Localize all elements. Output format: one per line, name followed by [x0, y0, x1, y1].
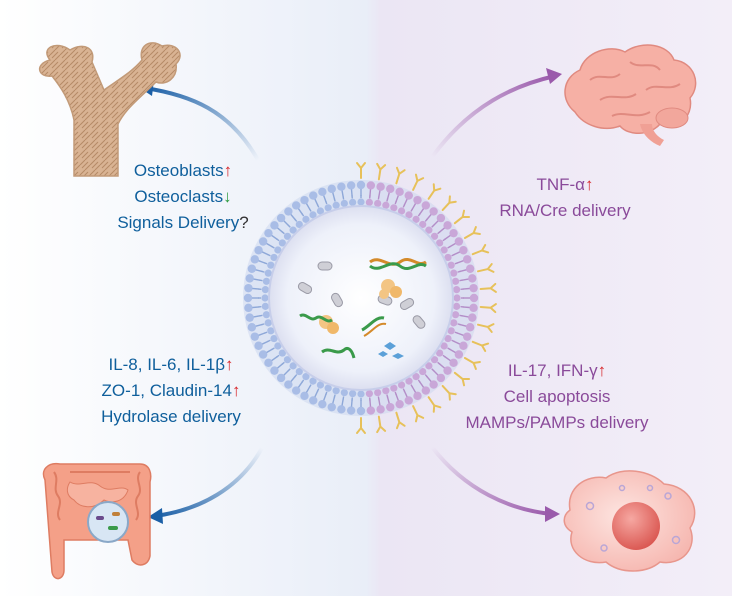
mamps-pamps-line: MAMPs/PAMPs delivery: [465, 413, 649, 432]
cell-icon: [563, 470, 696, 572]
brain-icon: [564, 44, 697, 146]
signals-delivery-line: Signals Delivery?: [117, 213, 249, 232]
arrow-to-intestine: [148, 447, 264, 524]
vesicle-icon: [243, 162, 497, 434]
brain-effects-text: TNF-α↑ RNA/Cre delivery: [480, 172, 650, 224]
cell-apoptosis-line: Cell apoptosis: [503, 387, 611, 406]
cell-effects-text: IL-17, IFN-γ↑ Cell apoptosis MAMPs/PAMPs…: [452, 358, 662, 436]
lipid-bilayer: [243, 180, 479, 416]
bone-effects-text: Osteoblasts↑ Osteoclasts↓ Signals Delive…: [88, 158, 278, 236]
il17-ifn-line: IL-17, IFN-γ↑: [507, 361, 607, 380]
arrow-to-cell: [430, 445, 560, 522]
hydrolase-line: Hydrolase delivery: [101, 407, 241, 426]
osteoclasts-line: Osteoclasts↓: [134, 187, 232, 206]
tnf-line: TNF-α↑: [536, 175, 594, 194]
intestine-effects-text: IL-8, IL-6, IL-1β↑ ZO-1, Claudin-14↑ Hyd…: [76, 352, 266, 430]
bone-icon: [39, 42, 181, 177]
arrow-to-brain: [430, 68, 562, 159]
interleukin-line: IL-8, IL-6, IL-1β↑: [108, 355, 234, 374]
intestine-icon: [42, 462, 152, 580]
surface-ligands: [356, 162, 497, 434]
osteoblasts-line: Osteoblasts↑: [133, 161, 233, 180]
arrow-to-bone: [140, 80, 260, 161]
zo1-claudin-line: ZO-1, Claudin-14↑: [101, 381, 241, 400]
vesicle-cargo: [297, 257, 427, 359]
rna-cre-line: RNA/Cre delivery: [499, 201, 631, 220]
